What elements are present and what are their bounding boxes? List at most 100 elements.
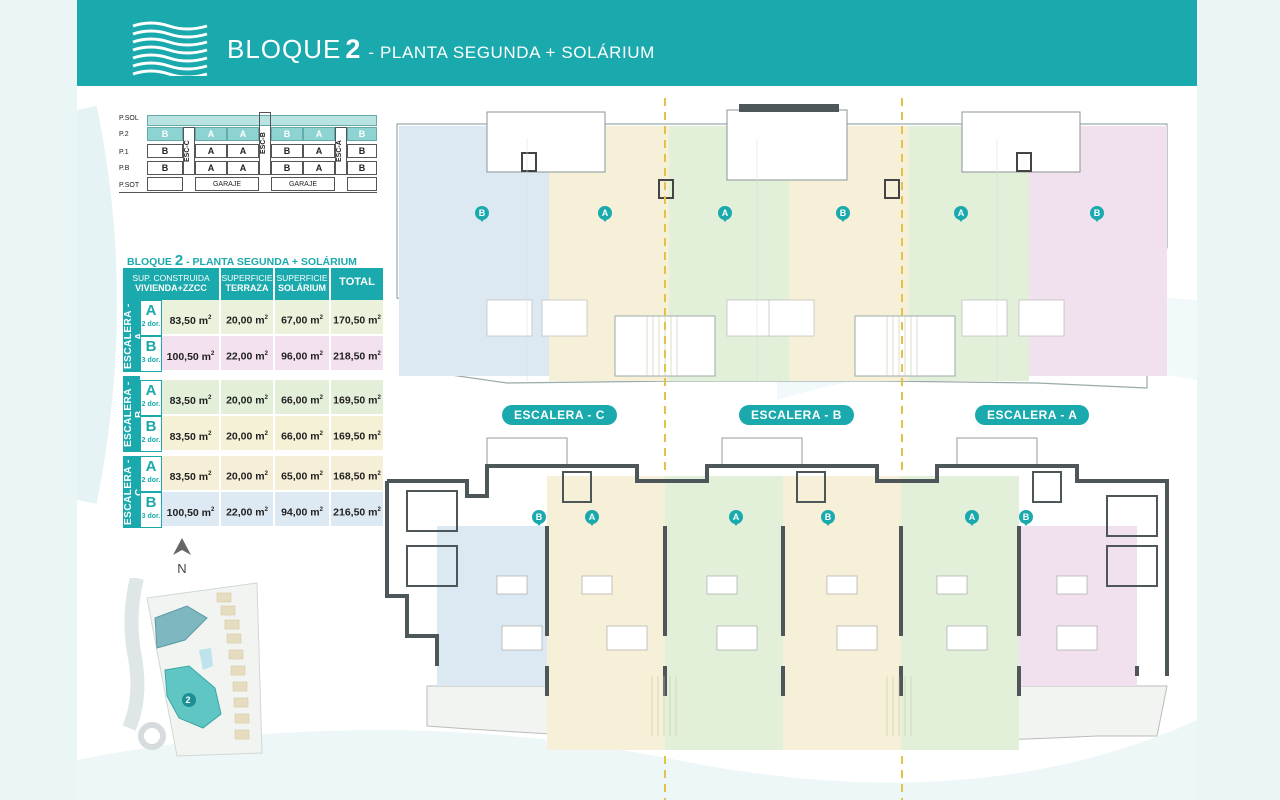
unit-marker: B: [532, 510, 546, 526]
garage-cell: [147, 177, 183, 191]
table-title-number: 2: [174, 252, 184, 269]
cell-solarium: 66,00 m2: [275, 416, 331, 452]
header-text: TERRAZA: [225, 283, 269, 293]
cell-solarium: 66,00 m2: [275, 380, 331, 416]
solarium-level: [147, 115, 377, 126]
unit-cell: A: [303, 127, 335, 141]
stair-group-label: ESCALERA - B: [123, 376, 145, 452]
solarium-floor-plan: [396, 104, 1168, 389]
unit-cell: B: [347, 161, 377, 175]
stair-core-label: ESC-C: [183, 127, 195, 175]
cell-solarium: 65,00 m2: [275, 456, 331, 492]
header-text: SUPERFICIE: [221, 273, 273, 283]
unit-marker: A: [598, 206, 612, 222]
cell-terraza: 20,00 m2: [221, 416, 275, 452]
cell-total: 169,50 m2: [331, 380, 383, 416]
cell-total: 168,50 m2: [331, 456, 383, 492]
header-text: VIVIENDA+ZZCC: [135, 283, 207, 293]
unit-marker: A: [718, 206, 732, 222]
level-label: P.SOL: [119, 115, 139, 122]
cell-total: 218,50 m2: [331, 336, 383, 372]
unit-cell: B: [147, 161, 183, 175]
north-arrow: N: [171, 538, 193, 576]
unit-cell: A: [195, 144, 227, 158]
stair-group-label: ESCALERA - A: [123, 300, 145, 372]
garage-cell: GARAJE: [195, 177, 259, 191]
unit-marker: B: [1019, 510, 1033, 526]
unit-cell: A: [227, 127, 259, 141]
cell-terraza: 22,00 m2: [221, 492, 275, 528]
cell-solarium: 96,00 m2: [275, 336, 331, 372]
unit-cell: B: [271, 161, 303, 175]
unit-cell: B: [347, 144, 377, 158]
col-header-solarium: SUPERFICIE SOLÁRIUM: [275, 268, 331, 300]
cell-terraza: 20,00 m2: [221, 380, 275, 416]
cell-total: 216,50 m2: [331, 492, 383, 528]
unit-marker: B: [1090, 206, 1104, 222]
title-subtitle: - PLANTA SEGUNDA + SOLÁRIUM: [368, 43, 655, 62]
level-label: P.SOT: [119, 182, 140, 189]
cell-total: 170,50 m2: [331, 300, 383, 336]
stair-label-a: ESCALERA - A: [975, 405, 1090, 425]
col-header-terraza: SUPERFICIE TERRAZA: [221, 268, 275, 300]
cell-solarium: 94,00 m2: [275, 492, 331, 528]
level-label: P.1: [119, 149, 129, 156]
table-title: BLOQUE 2 - PLANTA SEGUNDA + SOLÁRIUM: [127, 252, 357, 269]
unit-cell: A: [227, 144, 259, 158]
unit-cell: B: [347, 127, 377, 141]
unit-cell: A: [195, 161, 227, 175]
site-plan: [122, 578, 263, 757]
stair-axes: [664, 98, 903, 800]
col-header-construida: SUP. CONSTRUIDA VIVIENDA+ZZCC: [123, 268, 221, 300]
unit-cell: B: [271, 144, 303, 158]
north-label: N: [177, 561, 187, 576]
unit-marker: A: [965, 510, 979, 526]
header-text: SUP. CONSTRUIDA: [132, 273, 210, 283]
unit-marker: B: [836, 206, 850, 222]
site-block-number: 2: [185, 695, 191, 705]
cell-solarium: 67,00 m2: [275, 300, 331, 336]
level-label: P.B: [119, 165, 130, 172]
unit-cell: A: [303, 144, 335, 158]
second-floor-plan: [385, 437, 1169, 750]
logo-waves-icon: [132, 21, 208, 76]
garage-cell: GARAJE: [271, 177, 335, 191]
title-main: BLOQUE: [227, 34, 342, 64]
table-title-post: - PLANTA SEGUNDA + SOLÁRIUM: [186, 256, 357, 268]
unit-marker: A: [729, 510, 743, 526]
stair-core-label: ESC-B: [259, 112, 271, 175]
stair-group-label: ESCALERA - C: [123, 456, 145, 528]
unit-marker: A: [954, 206, 968, 222]
north-arrow-icon: [173, 538, 191, 555]
level-label: P.2: [119, 131, 129, 138]
col-header-total: TOTAL: [331, 268, 383, 300]
unit-marker: B: [475, 206, 489, 222]
header-text: SUPERFICIE: [276, 273, 328, 283]
unit-cell: A: [195, 127, 227, 141]
title-number: 2: [345, 34, 361, 64]
unit-cell: A: [227, 161, 259, 175]
unit-cell: B: [271, 127, 303, 141]
header-text: SOLÁRIUM: [278, 283, 326, 293]
unit-cell: A: [303, 161, 335, 175]
unit-cell: B: [147, 144, 183, 158]
cell-total: 169,50 m2: [331, 416, 383, 452]
cell-terraza: 20,00 m2: [221, 456, 275, 492]
cell-terraza: 20,00 m2: [221, 300, 275, 336]
